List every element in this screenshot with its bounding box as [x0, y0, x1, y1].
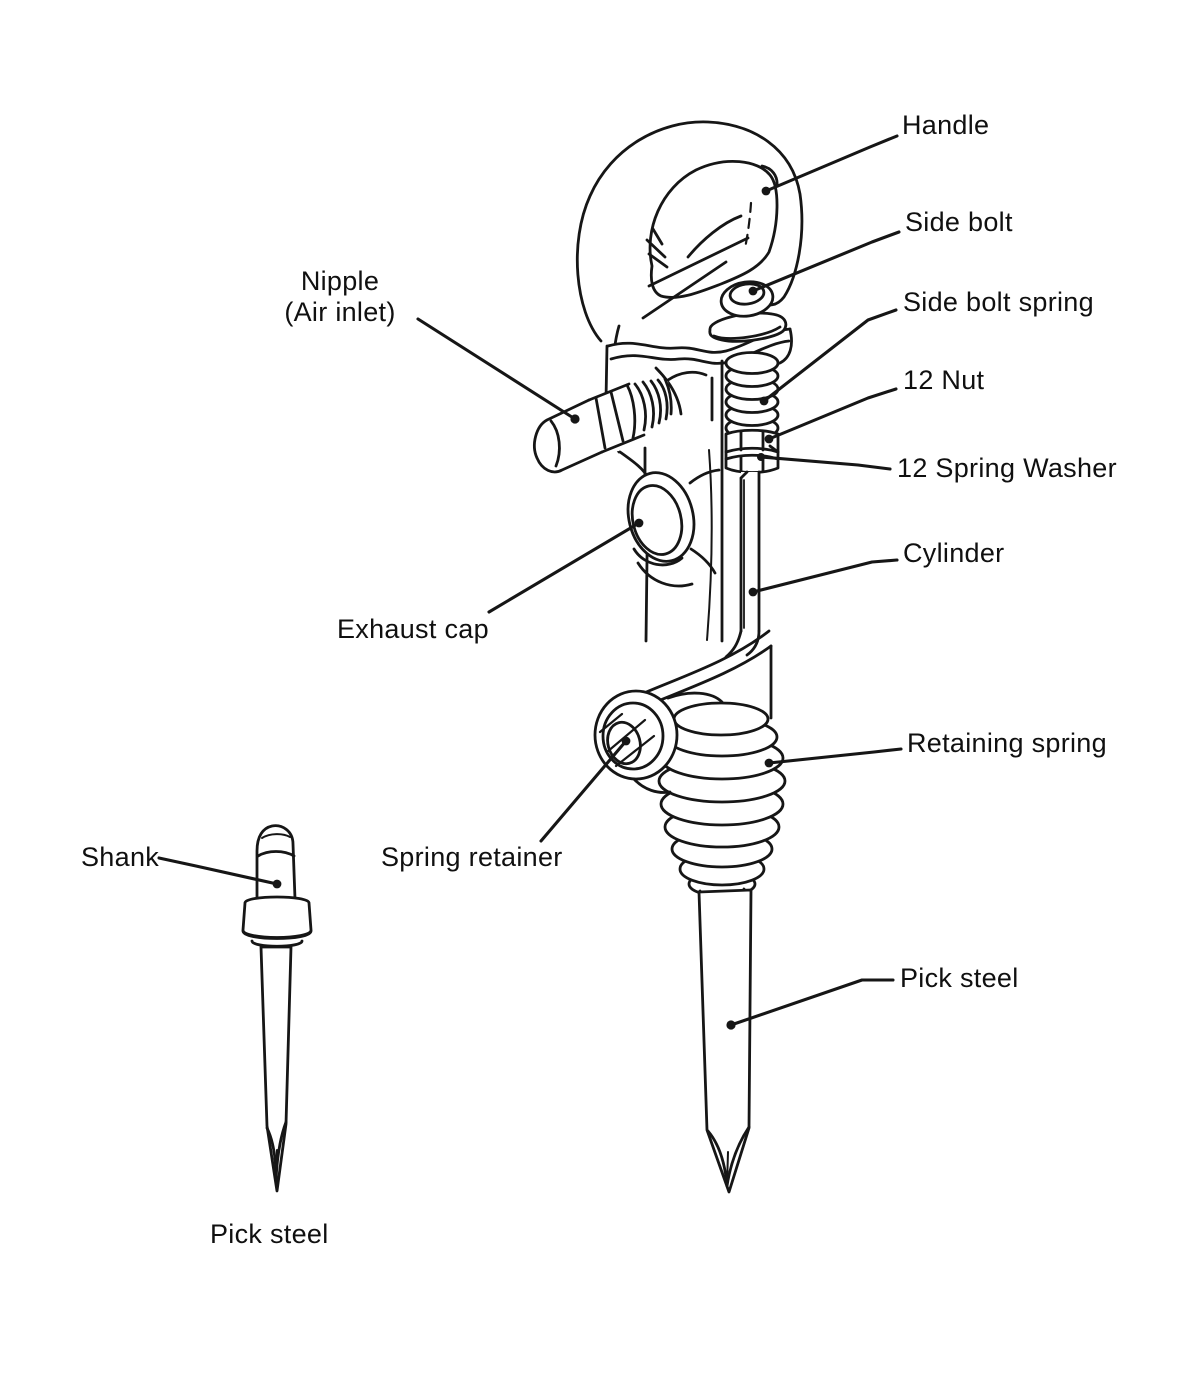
label-handle: Handle — [902, 110, 990, 140]
side-bolt-spring-drawing — [724, 351, 780, 440]
leader-cylinder — [748, 558, 899, 597]
leader-exhaust-cap — [487, 518, 644, 614]
spring-retainer-drawing — [593, 689, 724, 794]
label-nipple-line1: Nipple — [300, 266, 380, 296]
label-side-bolt-spring: Side bolt spring — [903, 287, 1094, 317]
label-pick-steel-right: Pick steel — [900, 963, 1019, 993]
label-shank: Shank — [81, 842, 160, 872]
leader-handle — [761, 134, 899, 196]
leader-retaining-spring — [764, 747, 903, 768]
side-bolt-drawing — [708, 280, 788, 343]
leader-nut — [764, 387, 898, 444]
label-12-spring-washer: 12 Spring Washer — [897, 453, 1117, 483]
leader-pick-steel — [726, 978, 895, 1030]
label-12-nut: 12 Nut — [903, 365, 985, 395]
label-pick-steel-caption: Pick steel — [210, 1219, 329, 1249]
pick-steel-separate-drawing — [241, 824, 313, 1193]
leader-lines — [157, 134, 903, 1030]
leader-side-bolt — [748, 230, 901, 296]
label-spring-retainer: Spring retainer — [381, 842, 563, 872]
label-nipple-air-inlet: Nipple (Air inlet) — [259, 266, 421, 328]
handle-drawing — [575, 120, 804, 354]
nipple-drawing — [533, 370, 708, 478]
label-nipple-line2: (Air inlet) — [284, 297, 396, 327]
leader-spring-retainer — [539, 736, 631, 843]
leader-nipple — [416, 317, 580, 424]
side-rod-drawing — [739, 470, 761, 633]
retaining-spring-drawing — [657, 701, 787, 904]
leader-side-bolt-spring — [759, 308, 898, 406]
label-retaining-spring: Retaining spring — [907, 728, 1107, 758]
label-side-bolt: Side bolt — [905, 207, 1013, 237]
pick-steel-main-drawing — [697, 888, 753, 1194]
leader-spring-washer — [757, 453, 892, 471]
leader-shank — [157, 856, 282, 889]
label-cylinder: Cylinder — [903, 538, 1005, 568]
label-exhaust-cap: Exhaust cap — [337, 614, 489, 644]
